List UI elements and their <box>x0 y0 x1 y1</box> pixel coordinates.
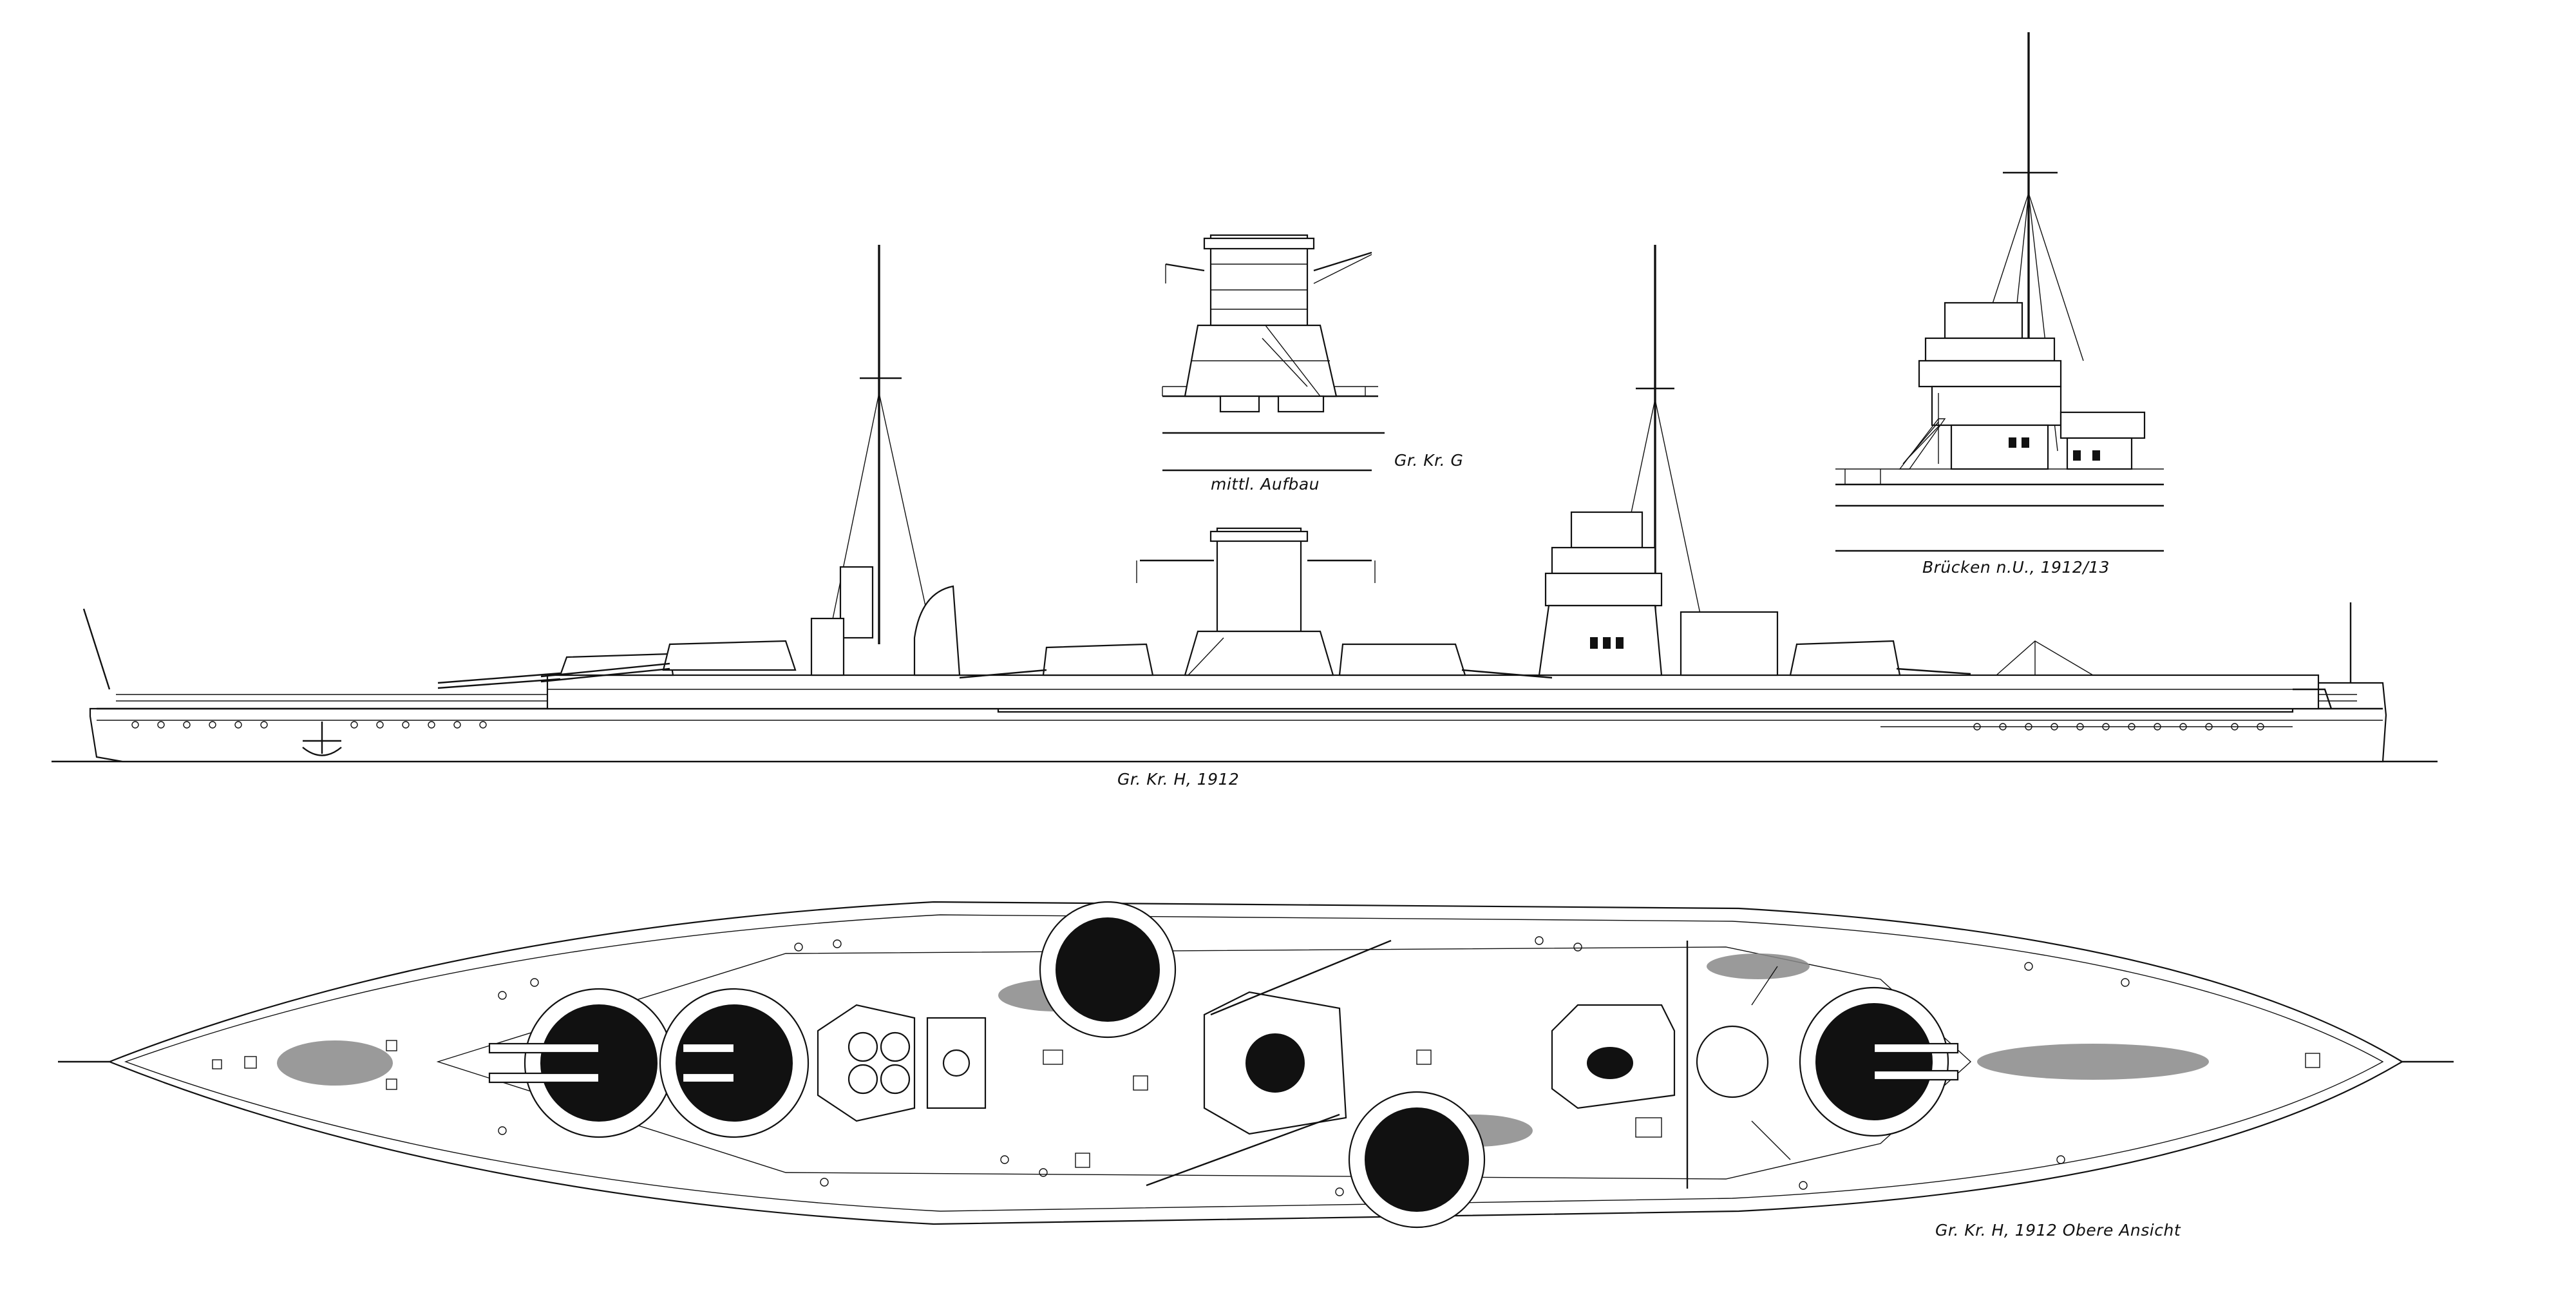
side-turret-c <box>1042 643 1154 676</box>
side-turret-d <box>1338 643 1466 676</box>
detail-g-crane-right <box>1313 251 1372 272</box>
side-turret-b <box>662 640 797 671</box>
caption-side-view: Gr. Kr. H, 1912 <box>1117 770 1240 789</box>
caption-top-view: Gr. Kr. H, 1912 Obere Ansicht <box>1935 1221 2181 1240</box>
side-elevation <box>52 245 2438 763</box>
top-view <box>58 901 2454 1229</box>
top-bridge <box>817 1004 916 1122</box>
detail-bridges <box>1835 32 2164 552</box>
side-superstructure <box>546 674 2320 710</box>
caption-detail-bridge: Brücken n.U., 1912/13 <box>1922 558 2110 577</box>
side-funnel <box>1216 527 1302 633</box>
detail-middle-superstructure <box>1162 234 1385 472</box>
side-turret-e <box>1789 640 1901 676</box>
caption-detail-g-subtitle: mittl. Aufbau <box>1211 475 1320 493</box>
detail-g-crane-left <box>1165 263 1205 272</box>
detail-g-funnel <box>1209 234 1309 327</box>
caption-detail-g-title: Gr. Kr. G <box>1394 451 1464 470</box>
